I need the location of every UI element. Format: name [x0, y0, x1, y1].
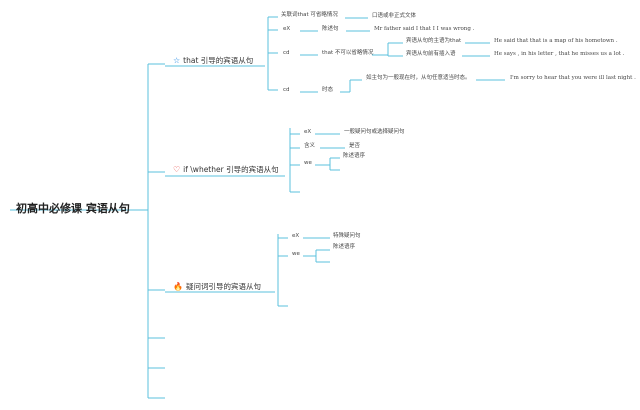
- node[interactable]: cd: [283, 50, 290, 56]
- node[interactable]: 是否: [349, 143, 361, 149]
- branch-question-word[interactable]: 🔥 疑问词引导的宾语从句: [173, 283, 261, 291]
- node[interactable]: He said that that is a map of his hometo…: [494, 38, 618, 44]
- node[interactable]: Mr father said I that I I was wrong .: [374, 26, 475, 32]
- node[interactable]: 宾语从句前有插入语: [406, 51, 456, 57]
- node[interactable]: 如主句为一般现在时，从句任意适当时态。: [366, 75, 471, 81]
- node[interactable]: cd: [283, 87, 290, 93]
- branch-if-whether[interactable]: ♡ if \whether 引导的宾语从句: [173, 166, 279, 174]
- node[interactable]: 一般疑问句或选择疑问句: [344, 129, 405, 135]
- node[interactable]: 陈述语序: [333, 244, 356, 250]
- node[interactable]: He says , in his letter , that he misses…: [494, 51, 625, 57]
- star-icon: ☆: [173, 56, 181, 65]
- node[interactable]: 陈述语序: [343, 153, 366, 159]
- node[interactable]: 陈述句: [322, 26, 339, 32]
- node[interactable]: eX: [292, 233, 300, 239]
- fire-icon: 🔥: [173, 282, 183, 291]
- node[interactable]: 时态: [322, 87, 334, 93]
- node[interactable]: 宾语从句的主语为that: [406, 38, 462, 44]
- node[interactable]: I'm sorry to hear that you were ill last…: [510, 75, 636, 81]
- node[interactable]: that 不可以省略情况: [322, 50, 374, 56]
- node[interactable]: 含义: [304, 143, 316, 149]
- node[interactable]: 关联词that 可省略情况: [281, 12, 338, 18]
- branch-label: if \whether 引导的宾语从句: [183, 165, 279, 175]
- node[interactable]: eX: [304, 129, 312, 135]
- branch-that[interactable]: ☆ that 引导的宾语从句: [173, 57, 253, 65]
- node[interactable]: we: [304, 160, 312, 166]
- branch-label: 疑问词引导的宾语从句: [185, 282, 261, 292]
- node[interactable]: 特殊疑问句: [333, 233, 361, 239]
- node[interactable]: 口语或非正式文体: [372, 13, 417, 19]
- node[interactable]: we: [292, 251, 300, 257]
- node[interactable]: eX: [283, 26, 291, 32]
- heart-icon: ♡: [173, 165, 181, 174]
- root-topic[interactable]: 初高中必修课 宾语从句: [16, 202, 130, 215]
- branch-label: that 引导的宾语从句: [183, 56, 254, 66]
